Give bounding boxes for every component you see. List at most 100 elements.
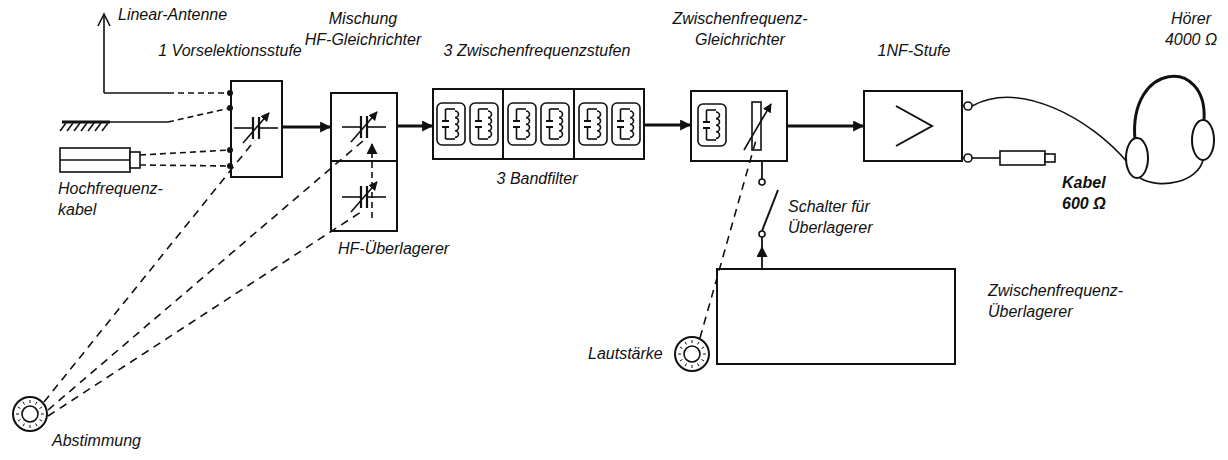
knob-grip — [30, 425, 31, 428]
knob-grip — [680, 347, 683, 349]
signal-arrow — [788, 126, 863, 127]
switch-label: Schalter für Überlagerer — [788, 196, 906, 238]
headphone-cord — [972, 98, 1128, 163]
knob-grip — [702, 360, 705, 362]
text-word: Überlagerer — [788, 219, 872, 236]
signal-line — [788, 125, 863, 128]
coax-lead — [140, 150, 230, 155]
cable-label: Kabel 600 Ω — [1062, 172, 1120, 214]
filter-wire — [445, 109, 447, 121]
knob-grip — [36, 402, 38, 405]
stage-box: 3 Zwischenfrequenzstufen3 Bandfilter — [432, 88, 645, 160]
hatch-stroke — [95, 123, 101, 131]
switch-contact — [759, 179, 765, 185]
ground-lead — [110, 121, 168, 123]
ear-cup — [1192, 120, 1214, 160]
antenna-wire — [103, 16, 105, 93]
hatch-stroke — [102, 123, 108, 131]
knob-grip — [678, 354, 681, 355]
cap-lead — [367, 126, 386, 128]
filter-coil — [597, 111, 601, 137]
switch-line — [761, 247, 763, 268]
filter-wire — [588, 108, 598, 110]
filter-wire — [587, 127, 589, 139]
filter-wire — [621, 138, 631, 140]
cap-plate — [366, 116, 368, 138]
stage-title: Zwischenfrequenz- Gleichrichter — [672, 8, 807, 50]
filter-coil — [716, 112, 720, 138]
switch-contact — [759, 231, 765, 237]
filter-can — [437, 103, 465, 145]
filter-can — [612, 103, 640, 145]
knob-grip — [18, 407, 21, 409]
band-filters — [437, 88, 726, 160]
headphone-label: Hörer 4000 Ω — [1160, 8, 1222, 50]
filter-can — [579, 103, 607, 145]
filter-can — [698, 104, 726, 146]
tuning-coupling — [48, 140, 364, 410]
filter-wire — [706, 128, 708, 140]
filter-wire — [479, 138, 489, 140]
filter-wire — [621, 108, 631, 110]
filter-wire — [445, 127, 447, 139]
knob-grip — [23, 424, 25, 427]
volume-coupling — [700, 140, 756, 338]
stage-title: 3 Zwischenfrequenzstufen — [444, 40, 631, 61]
text-word: Hochfrequenz- — [58, 180, 163, 197]
filter-coil — [526, 111, 530, 137]
knob-grip — [30, 400, 31, 403]
filter-coil — [488, 111, 492, 137]
filter-wire — [516, 109, 518, 121]
cap-lead — [259, 127, 278, 129]
signal-arrow — [372, 144, 373, 218]
knob-hub — [684, 346, 700, 362]
hatch-stroke — [81, 123, 87, 131]
filter-wire — [549, 127, 551, 139]
knob-hub — [22, 406, 38, 422]
filter-wire — [620, 127, 622, 139]
knob-grip — [698, 364, 700, 367]
text-word: Hörer — [1171, 10, 1211, 27]
antenna-label: Linear-Antenne — [118, 4, 227, 25]
filter-wire — [517, 138, 527, 140]
stage-caption: 3 Bandfilter — [497, 168, 578, 189]
cap-plate — [360, 116, 362, 138]
filter-can — [508, 103, 536, 145]
cap-lead — [342, 126, 361, 128]
knob-grip — [16, 414, 19, 415]
cap-plate — [252, 117, 254, 139]
cap-plate — [258, 117, 260, 139]
signal-arrow — [645, 125, 690, 126]
filter-wire — [587, 109, 589, 121]
coax-lead — [140, 165, 230, 166]
hatch-stroke — [67, 123, 73, 131]
stage-box: Zwischenfrequenz- Gleichrichter — [690, 90, 788, 162]
knob-grip — [40, 420, 43, 422]
stage-divider — [502, 88, 504, 160]
hatch-stroke — [74, 123, 80, 131]
text-word: Gleichrichter — [695, 31, 785, 48]
filter-wire — [706, 110, 708, 122]
filter-wire — [516, 127, 518, 139]
coupling-line — [371, 144, 373, 218]
antenna-lead — [168, 92, 230, 94]
text-word: Mischung — [329, 10, 397, 27]
text-word: für — [851, 198, 870, 215]
stage-title: HF-Überlagerer — [338, 238, 449, 259]
variable-capacitors — [234, 112, 386, 212]
switch-line — [761, 237, 763, 247]
text-word: Ω — [1093, 195, 1106, 212]
knob-grip — [692, 365, 693, 368]
switch-line — [761, 162, 763, 179]
cap-lead — [342, 196, 361, 198]
signal-line — [645, 124, 690, 127]
cap-arrow — [351, 112, 377, 142]
output-terminal — [964, 154, 972, 162]
knob — [13, 397, 47, 431]
filter-wire — [446, 138, 456, 140]
cable-label: Hochfrequenz- kabel — [58, 178, 163, 220]
hatch-stroke — [60, 123, 66, 131]
coax-plug — [130, 152, 140, 168]
stage-box: 1 Vorselektionsstufe — [230, 80, 283, 178]
stage-box: HF-Überlagerer — [330, 160, 398, 232]
